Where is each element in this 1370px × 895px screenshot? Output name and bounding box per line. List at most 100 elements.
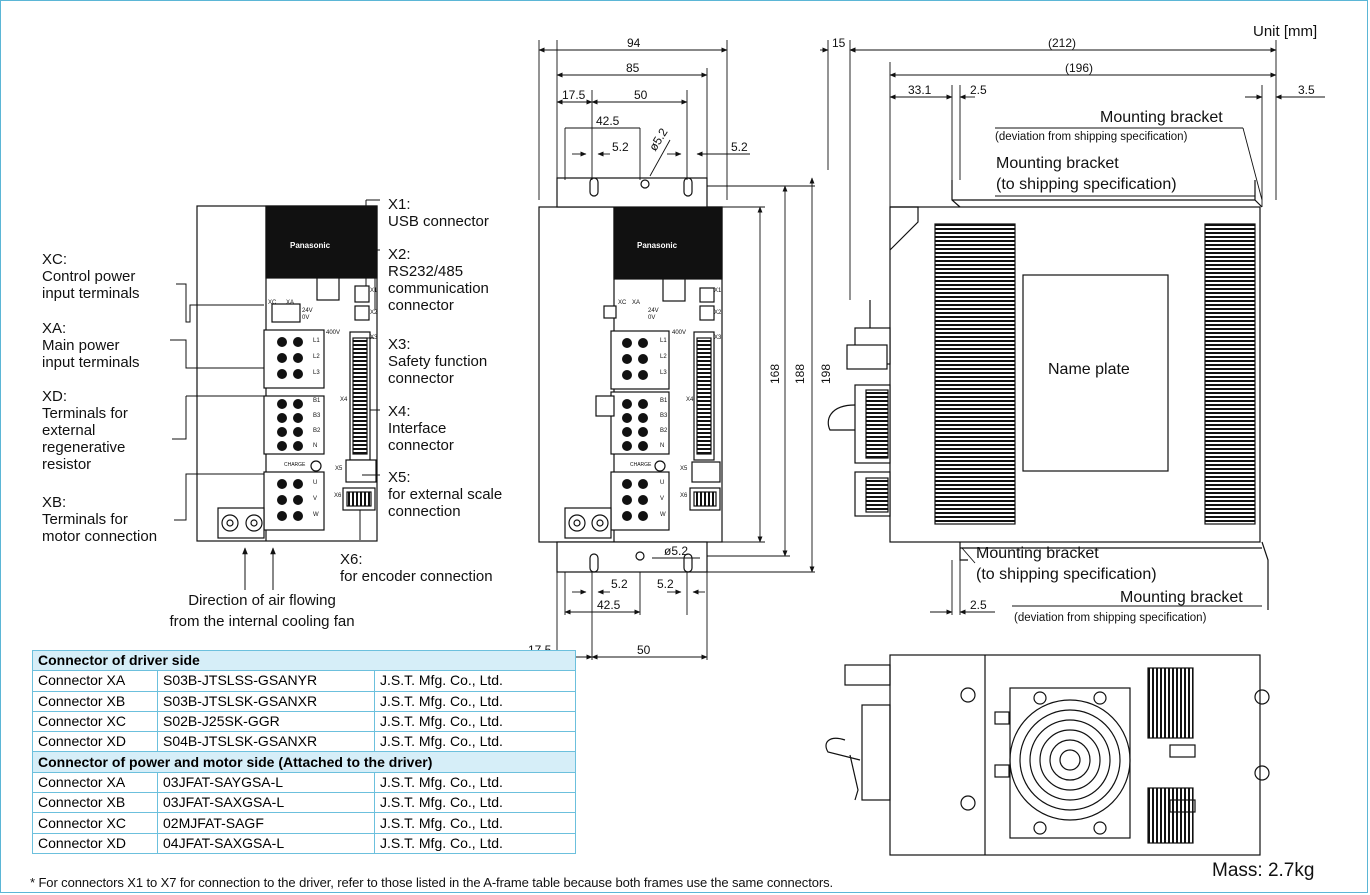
dim-42-5b: 42.5 [597,598,621,612]
mark-v: V [660,496,665,502]
table-cell: J.S.T. Mfg. Co., Ltd. [374,710,576,733]
mark-charge: CHARGE [630,462,652,468]
dim-3-5: 3.5 [1298,83,1315,97]
dim-2-5a: 2.5 [970,83,987,97]
table-row: Connector XD S04B-JTSLSK-GSANXR J.S.T. M… [32,731,576,753]
mark-l2: L2 [660,354,667,360]
mark-b3: B3 [660,413,668,419]
bracket-bot-dev-sub: (deviation from shipping specification) [1014,612,1207,624]
front-left-leaders [170,199,380,590]
mark-xc: XC [268,300,277,306]
mark-x1: X1 [370,288,378,294]
bracket-top-dev-title: Mounting bracket [1100,109,1223,126]
table-cell: Connector XB [32,690,158,712]
fan [1009,699,1131,821]
dim-50: 50 [634,88,648,102]
mark-xa: XA [286,300,295,306]
bottom-body [889,654,1261,856]
table-cell: 03JFAT-SAXGSA-L [157,792,375,814]
mark-b2: B2 [660,428,668,434]
mark-x2: X2 [714,310,722,316]
unit-label: Unit [mm] [1253,23,1318,40]
side-view [827,180,1269,610]
bottom-view [825,654,1270,856]
mark-400v: 400V [326,330,341,336]
table-row: Connector XB S03B-JTSLSK-GSANXR J.S.T. M… [32,690,576,712]
dim-15: 15 [832,36,846,50]
table-cell: J.S.T. Mfg. Co., Ltd. [374,670,576,692]
table-cell: Connector XC [32,710,158,733]
bracket-bot-ship-sub: (to shipping specification) [976,566,1157,583]
mark-x3: X3 [714,335,722,341]
table-row: Connector XA S03B-JTSLSS-GSANYR J.S.T. M… [32,670,576,692]
table-row: Connector XC 02MJFAT-SAGF J.S.T. Mfg. Co… [32,812,576,834]
side-vent-right [1204,223,1256,525]
dim-198: 198 [819,363,833,384]
mark-0v: 0V [648,315,656,321]
top-panel [265,205,378,279]
mark-24v: 24V [302,308,313,314]
mark-n: N [660,443,665,449]
dim-2-5b: 2.5 [970,598,987,612]
table-cell: J.S.T. Mfg. Co., Ltd. [374,792,576,814]
mark-24v: 24V [648,308,659,314]
mark-w: W [660,512,666,518]
mark-charge: CHARGE [284,462,306,468]
mark-b2: B2 [313,428,321,434]
table-cell: Connector XD [32,832,158,854]
dim-33-1: 33.1 [908,83,932,97]
table-row: Connector XD 04JFAT-SAXGSA-L J.S.T. Mfg.… [32,832,576,854]
table-cell: S03B-JTSLSK-GSANXR [157,690,375,712]
table-cell: 03JFAT-SAYGSA-L [157,771,375,794]
dim-phi-bottom: ø5.2 [664,544,689,558]
nameplate [1022,274,1169,472]
mark-400v: 400V [672,330,687,336]
mark-x6: X6 [680,493,688,499]
bracket-bot-dev-title: Mounting bracket [1120,589,1243,606]
table-section-header: Connector of power and motor side (Attac… [32,751,576,773]
table-section-header: Connector of driver side [32,649,576,672]
dim-5-2a: 5.2 [612,140,629,154]
mark-x6: X6 [334,493,342,499]
mark-b3: B3 [313,413,321,419]
motor-side-header: Connector of power and motor side (Attac… [32,751,576,773]
front-view-center [538,177,723,573]
table-cell: Connector XB [32,792,158,814]
mark-x5: X5 [680,466,688,472]
bottom-bracket [556,541,708,573]
mark-0v: 0V [302,315,310,321]
driver-side-header: Connector of driver side [32,649,576,672]
table-row: Connector XC S02B-J25SK-GGR J.S.T. Mfg. … [32,710,576,733]
table-row: Connector XA 03JFAT-SAYGSA-L J.S.T. Mfg.… [32,771,576,794]
table-cell: Connector XC [32,812,158,834]
mark-x3: X3 [370,335,378,341]
table-cell: J.S.T. Mfg. Co., Ltd. [374,832,576,854]
mark-xc: XC [618,300,627,306]
bracket-bot-ship-title: Mounting bracket [976,545,1099,562]
label-x6: X6:for encoder connection [340,551,493,585]
mark-l1: L1 [313,338,320,344]
label-x1: X1:USB connector [388,196,489,230]
table-cell: Connector XA [32,670,158,692]
dim-85: 85 [626,61,640,75]
dim-212: (212) [1048,36,1077,50]
table-cell: S03B-JTSLSS-GSANYR [157,670,375,692]
table-cell: J.S.T. Mfg. Co., Ltd. [374,731,576,753]
side-vent-left [934,223,1016,525]
mark-x4: X4 [686,397,694,403]
brand-logo-left: Panasonic [290,241,331,250]
mark-l2: L2 [313,354,320,360]
bracket-top-ship-sub: (to shipping specification) [996,176,1177,193]
bracket-top-ship-title: Mounting bracket [996,155,1119,172]
table-row: Connector XB 03JFAT-SAXGSA-L J.S.T. Mfg.… [32,792,576,814]
